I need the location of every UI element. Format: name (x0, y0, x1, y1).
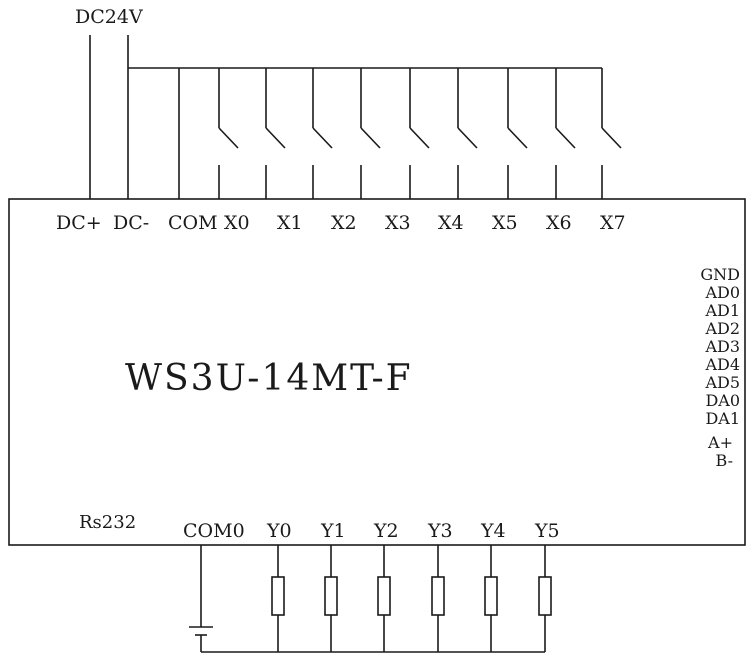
terminal-dc-plus: DC+ (56, 212, 102, 234)
switch-x4 (409, 68, 430, 199)
terminal-gnd: GND (700, 265, 740, 284)
terminal-ad2: AD2 (704, 319, 740, 338)
input-switches (218, 68, 622, 199)
switch-x8 (601, 68, 622, 199)
switch-x7 (555, 68, 576, 199)
top-terminal-labels: DC+ DC- COM X0 X1 X2 X3 X4 X5 X6 X7 (56, 212, 626, 234)
load-y5 (538, 545, 552, 652)
load-y2 (377, 545, 391, 652)
battery-symbol (189, 626, 213, 652)
terminal-ad4: AD4 (704, 355, 740, 374)
terminal-ad5: AD5 (704, 373, 740, 392)
terminal-dc-minus: DC- (113, 212, 149, 234)
plc-module (8, 198, 746, 546)
terminal-y2: Y2 (373, 520, 399, 542)
switch-x5 (457, 68, 478, 199)
terminal-a-plus: A+ (707, 433, 733, 452)
terminal-y0: Y0 (266, 520, 292, 542)
terminal-y1: Y1 (320, 520, 346, 542)
terminal-da1: DA1 (705, 409, 740, 428)
load-y4 (484, 545, 498, 652)
switch-x2 (312, 68, 333, 199)
output-loads (271, 545, 552, 652)
terminal-ad3: AD3 (704, 337, 740, 356)
terminal-x2: X2 (331, 212, 357, 234)
load-y1 (324, 545, 338, 652)
terminal-ad1: AD1 (704, 301, 740, 320)
load-y3 (431, 545, 445, 652)
terminal-com: COM (168, 212, 218, 234)
load-y0 (271, 545, 285, 652)
terminal-y4: Y4 (480, 520, 506, 542)
terminal-y5: Y5 (534, 520, 560, 542)
terminal-b-minus: B- (716, 451, 733, 470)
terminal-com0: COM0 (183, 520, 245, 542)
switch-x6 (507, 68, 528, 199)
terminal-x6: X6 (546, 212, 572, 234)
supply-label: DC24V (75, 6, 143, 28)
rs232-label: Rs232 (79, 512, 136, 533)
switch-x0 (218, 68, 239, 199)
terminal-x1: X1 (277, 212, 303, 234)
terminal-x5: X5 (492, 212, 518, 234)
switch-x1 (265, 68, 286, 199)
right-terminal-labels: GND AD0 AD1 AD2 AD3 AD4 AD5 DA0 DA1 A+ B… (700, 265, 740, 470)
bottom-terminal-labels: COM0 Y0 Y1 Y2 Y3 Y4 Y5 (183, 520, 560, 542)
terminal-ad0: AD0 (704, 283, 740, 302)
terminal-y3: Y3 (427, 520, 453, 542)
switch-x3 (360, 68, 381, 199)
terminal-x4: X4 (438, 212, 464, 234)
module-model: WS3U-14MT-F (125, 358, 413, 399)
terminal-da0: DA0 (705, 391, 740, 410)
terminal-x7: X7 (600, 212, 626, 234)
terminal-x3: X3 (385, 212, 411, 234)
terminal-x0: X0 (224, 212, 250, 234)
